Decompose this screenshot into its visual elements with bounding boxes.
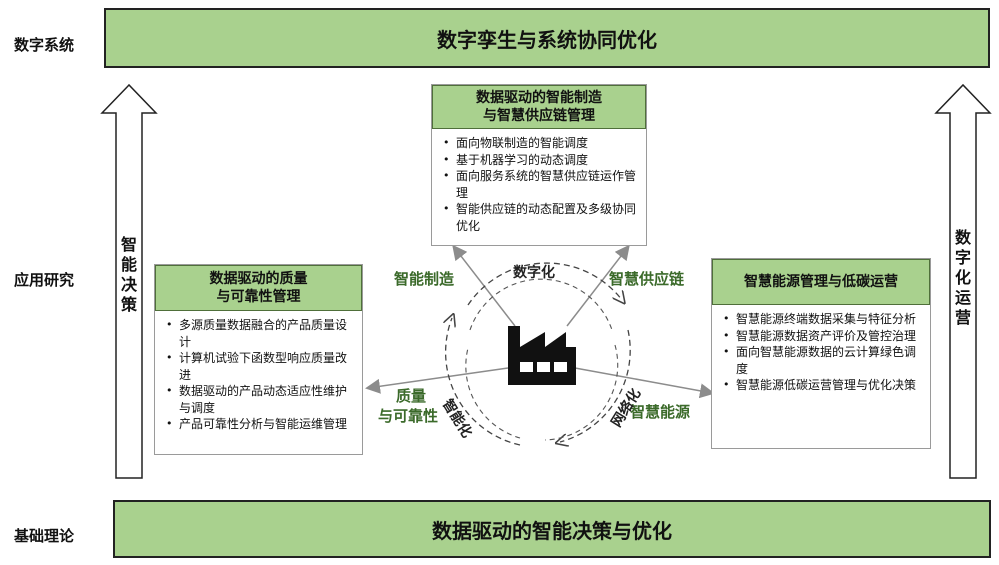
right-arrow-char: 营	[954, 308, 971, 327]
panel-title-line: 数据驱动的智能制造	[476, 90, 602, 106]
panel-list: 面向物联制造的智能调度 基于机器学习的动态调度 面向服务系统的智慧供应链运作管理…	[432, 129, 646, 238]
panel-title: 数据驱动的质量 与可靠性管理	[155, 265, 362, 311]
right-arrow-char: 字	[954, 248, 971, 267]
label-smart-energy: 智慧能源	[630, 403, 691, 421]
panel-title-line: 与可靠性管理	[216, 289, 301, 305]
panel-list: 多源质量数据融合的产品质量设计 计算机试验下函数型响应质量改进 数据驱动的产品动…	[155, 311, 362, 437]
right-arrow-text: 数 字 化 运 营	[953, 228, 973, 328]
right-arrow-char: 运	[954, 288, 971, 307]
bottom-bar-text: 数据驱动的智能决策与优化	[432, 518, 672, 543]
panel-title-line: 数据驱动的质量	[209, 271, 308, 287]
list-item: 计算机试验下函数型响应质量改进	[166, 350, 354, 383]
list-item: 智能供应链的动态配置及多级协同优化	[443, 201, 638, 234]
left-arrow-char: 决	[120, 275, 137, 294]
panel-title-line: 智慧能源管理与低碳运营	[744, 274, 898, 290]
right-arrow-char: 化	[954, 268, 971, 287]
list-item: 面向物联制造的智能调度	[443, 135, 638, 152]
panel-smart-manufacturing: 数据驱动的智能制造 与智慧供应链管理 面向物联制造的智能调度 基于机器学习的动态…	[431, 84, 647, 246]
right-arrow-char: 数	[954, 228, 971, 247]
list-item: 数据驱动的产品动态适应性维护与调度	[166, 383, 354, 416]
list-item: 智慧能源数据资产评价及管控治理	[723, 328, 922, 345]
label-reliability: 与可靠性	[378, 407, 439, 425]
right-up-arrow	[934, 83, 992, 479]
left-up-arrow	[100, 83, 158, 479]
top-bar: 数字孪生与系统协同优化	[104, 8, 990, 68]
row-label-basic-theory: 基础理论	[14, 527, 75, 545]
list-item: 产品可靠性分析与智能运维管理	[166, 416, 354, 433]
top-bar-text: 数字孪生与系统协同优化	[437, 27, 657, 52]
list-item: 智慧能源终端数据采集与特征分析	[723, 311, 922, 328]
factory-icon	[508, 326, 576, 385]
list-item: 基于机器学习的动态调度	[443, 152, 638, 169]
label-quality: 质量	[396, 387, 427, 405]
label-smart-supply-chain: 智慧供应链	[609, 270, 685, 288]
list-item: 多源质量数据融合的产品质量设计	[166, 317, 354, 350]
panel-title-line: 与智慧供应链管理	[483, 108, 595, 124]
cycle-ring	[446, 262, 631, 445]
left-arrow-char: 智	[120, 235, 137, 254]
ring-label-digitalization: 数字化	[513, 265, 555, 281]
left-arrow-text: 智 能 决 策	[119, 235, 139, 315]
bottom-bar: 数据驱动的智能决策与优化	[113, 500, 991, 558]
panel-title: 智慧能源管理与低碳运营	[712, 259, 930, 305]
list-item: 智慧能源低碳运营管理与优化决策	[723, 377, 922, 394]
label-smart-manufacturing: 智能制造	[394, 270, 455, 288]
panel-title: 数据驱动的智能制造 与智慧供应链管理	[432, 85, 646, 129]
panel-quality-reliability: 数据驱动的质量 与可靠性管理 多源质量数据融合的产品质量设计 计算机试验下函数型…	[154, 264, 363, 455]
left-arrow-char: 策	[120, 295, 137, 314]
left-arrow-char: 能	[120, 255, 137, 274]
panel-list: 智慧能源终端数据采集与特征分析 智慧能源数据资产评价及管控治理 面向智慧能源数据…	[712, 305, 930, 398]
row-label-digital-system: 数字系统	[14, 36, 75, 54]
row-label-applied-research: 应用研究	[14, 271, 75, 289]
panel-smart-energy: 智慧能源管理与低碳运营 智慧能源终端数据采集与特征分析 智慧能源数据资产评价及管…	[711, 258, 931, 449]
list-item: 面向服务系统的智慧供应链运作管理	[443, 168, 638, 201]
list-item: 面向智慧能源数据的云计算绿色调度	[723, 344, 922, 377]
